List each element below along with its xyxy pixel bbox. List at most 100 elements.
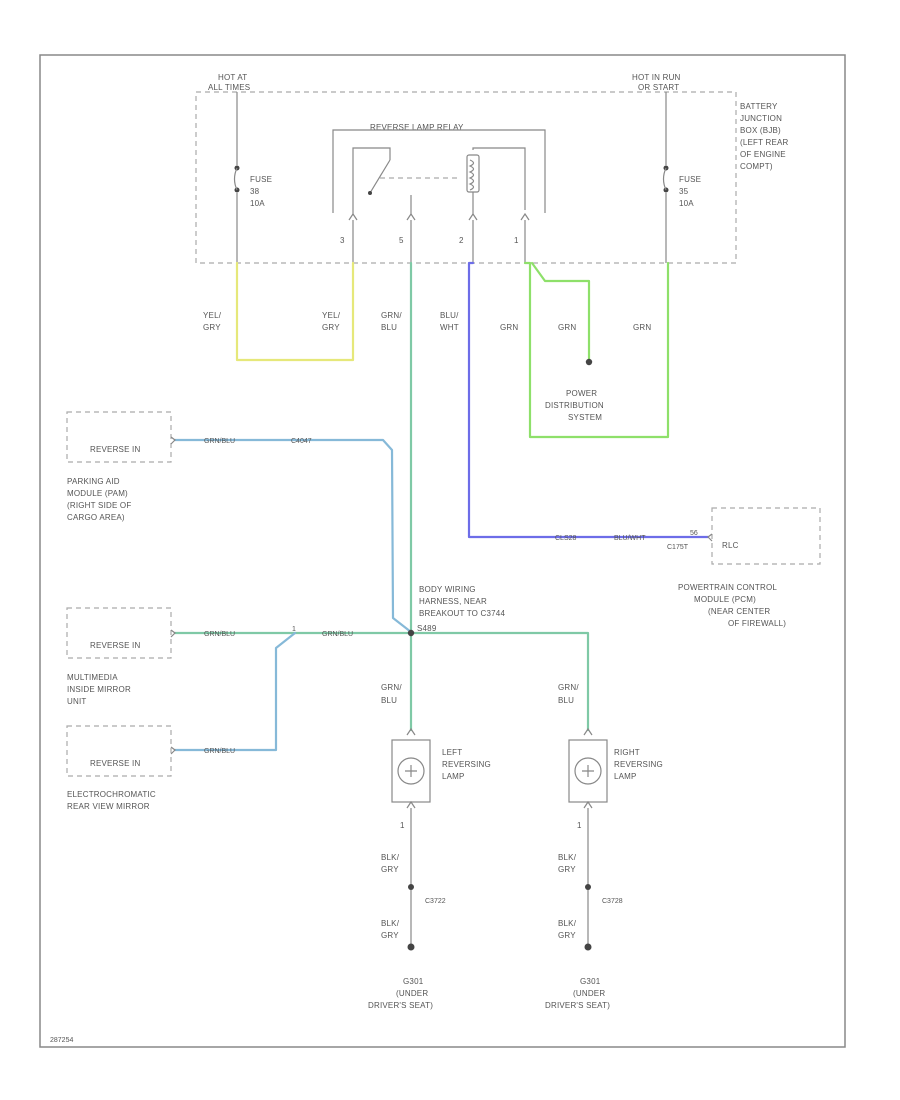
svg-text:BLK/: BLK/ [381, 853, 400, 862]
wire-grn-loop [523, 261, 670, 439]
fuse-35-icon [662, 167, 667, 191]
left-ground-icon [407, 943, 415, 951]
battery-junction-box [195, 91, 737, 264]
wire-label-yel-gry-1: YEL/ GRY [203, 311, 222, 332]
electrochromatic-mirror [66, 725, 172, 777]
svg-text:POWER: POWER [566, 389, 597, 398]
pcm-circuit-label: CLS28 [555, 535, 577, 542]
svg-text:BOX (BJB): BOX (BJB) [740, 126, 781, 135]
svg-text:MODULE (PAM): MODULE (PAM) [67, 489, 128, 498]
wire-label-grn-3: GRN [633, 323, 651, 332]
svg-text:38: 38 [250, 187, 260, 196]
svg-text:BREAKOUT TO C3744: BREAKOUT TO C3744 [419, 609, 505, 618]
pam-caption: PARKING AID MODULE (PAM) (RIGHT SIDE OF … [67, 477, 131, 522]
wire-blu-wht [467, 261, 710, 539]
relay-pin-3: 3 [340, 236, 345, 245]
svg-text:GRY: GRY [381, 931, 399, 940]
svg-text:GRY: GRY [381, 865, 399, 874]
svg-text:REVERSING: REVERSING [614, 760, 663, 769]
svg-text:BLK/: BLK/ [381, 919, 400, 928]
svg-text:PARKING AID: PARKING AID [67, 477, 120, 486]
figure-id: 287254 [50, 1037, 73, 1044]
pam-connector-label: C4047 [291, 438, 312, 445]
svg-text:COMPT): COMPT) [740, 162, 773, 171]
right-ground-icon [584, 943, 592, 951]
wire-yel-gry [235, 261, 355, 362]
wire-ec-mirror [173, 631, 297, 752]
left-connector-dot [408, 884, 414, 890]
wire-bus [173, 631, 590, 732]
multimedia-reverse-in: REVERSE IN [90, 641, 140, 650]
svg-text:35: 35 [679, 187, 689, 196]
right-lamp-label: RIGHT REVERSING LAMP [614, 748, 663, 781]
multimedia-caption: MULTIMEDIA INSIDE MIRROR UNIT [67, 673, 131, 706]
left-lamp-label: LEFT REVERSING LAMP [442, 748, 491, 781]
svg-text:MODULE (PCM): MODULE (PCM) [694, 595, 756, 604]
pcm-wire-label: BLU/WHT [614, 535, 646, 542]
svg-text:OF FIREWALL): OF FIREWALL) [728, 619, 786, 628]
wire-label-blk-gry-right-1: BLK/ GRY [558, 853, 577, 874]
fuse-38-label: FUSE 38 10A [250, 175, 272, 208]
wire-label-grn-blu-main: GRN/ BLU [381, 311, 402, 332]
fuse-35-label: FUSE 35 10A [679, 175, 701, 208]
svg-text:BLU: BLU [558, 696, 574, 705]
svg-text:DISTRIBUTION: DISTRIBUTION [545, 401, 604, 410]
svg-text:YEL/: YEL/ [203, 311, 222, 320]
svg-text:FUSE: FUSE [679, 175, 701, 184]
wire-label-yel-gry-2: YEL/ GRY [322, 311, 341, 332]
right-ground-label: G301 (UNDER DRIVER'S SEAT) [545, 977, 610, 1010]
svg-text:DRIVER'S SEAT): DRIVER'S SEAT) [368, 1001, 433, 1010]
svg-text:BLU: BLU [381, 696, 397, 705]
hot-left-label-2: ALL TIMES [208, 83, 250, 92]
relay-title: REVERSE LAMP RELAY [370, 123, 464, 132]
pcm-rlc-label: RLC [722, 541, 739, 550]
wire-label-blk-gry-right-2: BLK/ GRY [558, 919, 577, 940]
svg-text:HARNESS, NEAR: HARNESS, NEAR [419, 597, 487, 606]
svg-text:LAMP: LAMP [614, 772, 637, 781]
multimedia-connector-pin: 1 [292, 626, 296, 633]
splice-s489 [407, 629, 415, 637]
left-lamp-connector: C3722 [425, 898, 446, 905]
svg-text:(RIGHT SIDE OF: (RIGHT SIDE OF [67, 501, 131, 510]
svg-text:UNIT: UNIT [67, 697, 86, 706]
left-ground-label: G301 (UNDER DRIVER'S SEAT) [368, 977, 433, 1010]
right-lamp-connector: C3728 [602, 898, 623, 905]
reverse-lamp-relay [332, 129, 546, 213]
relay-switch-icon [369, 159, 391, 194]
svg-text:GRY: GRY [203, 323, 221, 332]
svg-text:FUSE: FUSE [250, 175, 272, 184]
svg-text:GRY: GRY [322, 323, 340, 332]
wire-pam [173, 438, 413, 634]
wire-label-grn-2: GRN [558, 323, 576, 332]
svg-text:BLK/: BLK/ [558, 853, 577, 862]
ec-connector-icon [170, 746, 176, 755]
pam-connector-icon [170, 436, 176, 445]
svg-text:WHT: WHT [440, 323, 459, 332]
svg-text:YEL/: YEL/ [322, 311, 341, 320]
ec-reverse-in: REVERSE IN [90, 759, 140, 768]
diagram-border [39, 54, 846, 1048]
svg-text:GRY: GRY [558, 865, 576, 874]
multimedia-connector-icon [170, 629, 176, 638]
svg-text:MULTIMEDIA: MULTIMEDIA [67, 673, 118, 682]
svg-text:LAMP: LAMP [442, 772, 465, 781]
wire-label-blu-wht: BLU/ WHT [440, 311, 459, 332]
svg-text:SYSTEM: SYSTEM [568, 413, 602, 422]
hot-right-label-1: HOT IN RUN [632, 73, 681, 82]
svg-text:BLU: BLU [381, 323, 397, 332]
svg-text:BODY WIRING: BODY WIRING [419, 585, 476, 594]
ec-mirror-caption: ELECTROCHROMATIC REAR VIEW MIRROR [67, 790, 156, 811]
right-lamp-bulb-icon [574, 757, 602, 785]
svg-text:REAR VIEW MIRROR: REAR VIEW MIRROR [67, 802, 150, 811]
svg-text:REVERSING: REVERSING [442, 760, 491, 769]
svg-text:(NEAR CENTER: (NEAR CENTER [708, 607, 770, 616]
svg-text:(LEFT REAR: (LEFT REAR [740, 138, 789, 147]
pam-wire-label: GRN/BLU [204, 438, 235, 445]
relay-pin-2: 2 [459, 236, 464, 245]
svg-text:BLU/: BLU/ [440, 311, 459, 320]
relay-pin-5: 5 [399, 236, 404, 245]
relay-pin-connectors [348, 212, 530, 221]
pcm-pin: 56 [690, 530, 698, 537]
wire-label-blk-gry-left-1: BLK/ GRY [381, 853, 400, 874]
fuse-38-icon [233, 167, 238, 191]
